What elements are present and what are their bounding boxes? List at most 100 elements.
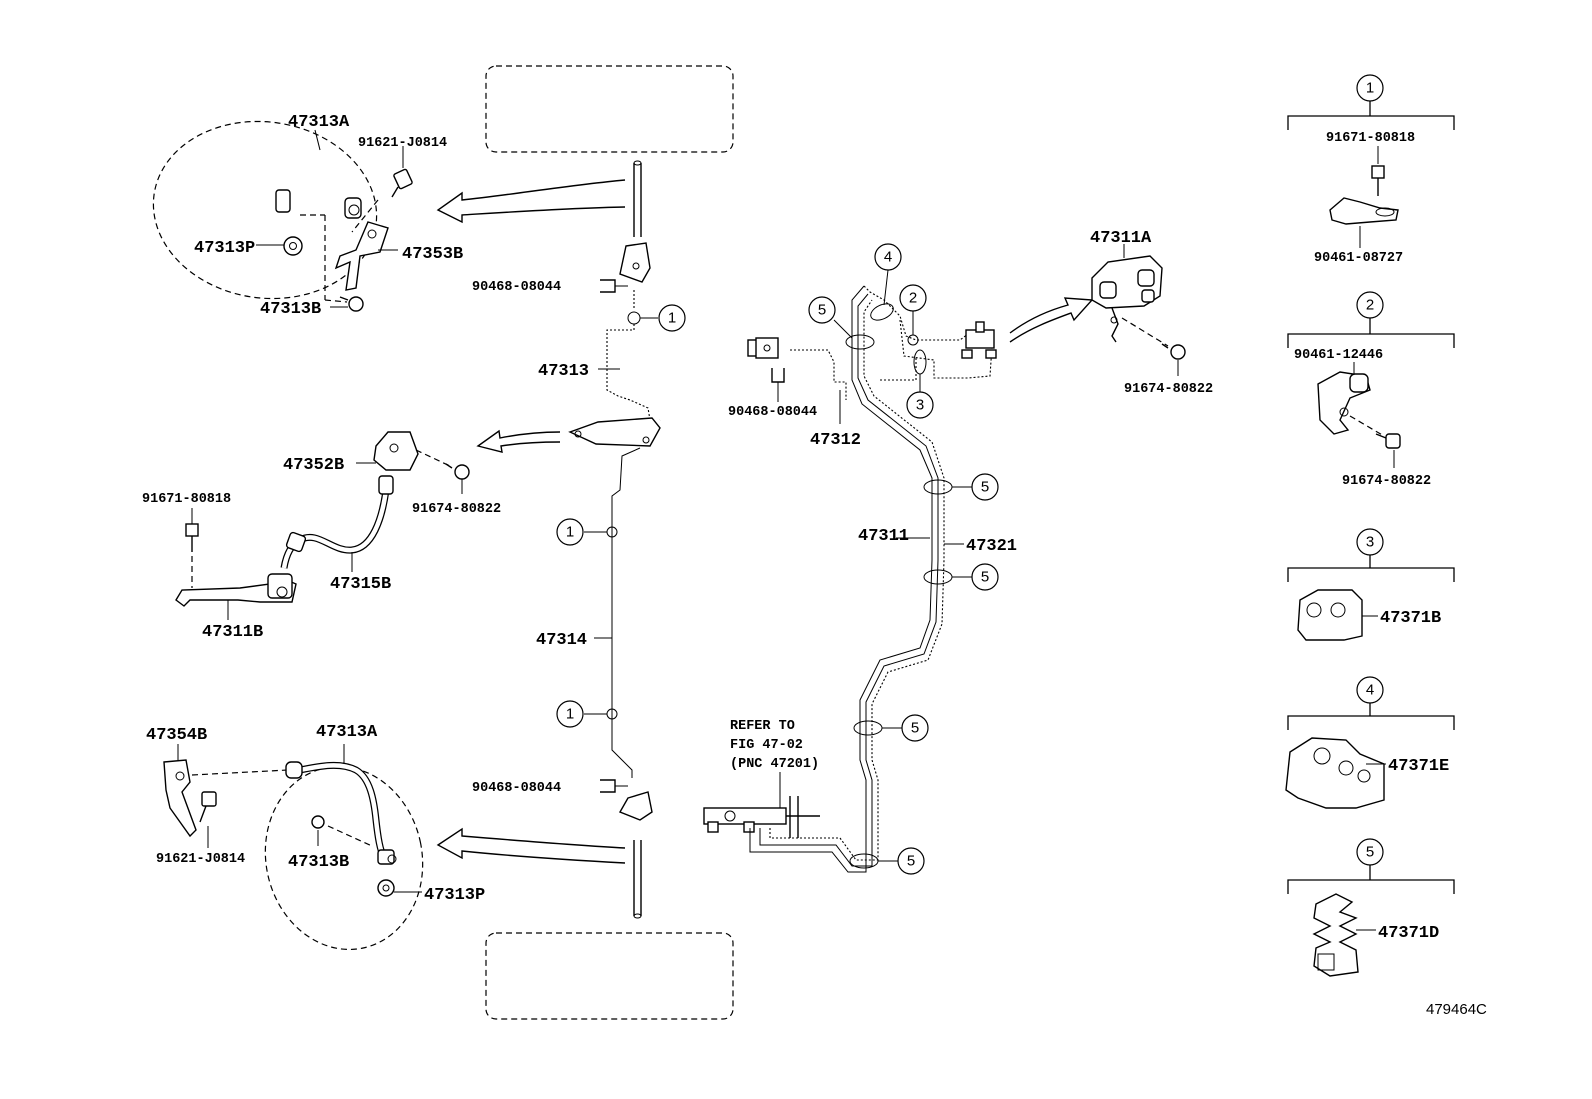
label-91674-80822-right: 91674-80822 (1124, 382, 1213, 397)
callout-3: 3 (906, 374, 934, 419)
front-bolt-91621 (391, 168, 413, 198)
label-47321: 47321 (966, 537, 1017, 556)
legend-group-3: 3 47371B (1287, 528, 1455, 641)
legend-1-part-b: 90461-08727 (1314, 251, 1403, 266)
lower-axle-rod (633, 840, 642, 919)
bracket-47354B (163, 759, 197, 838)
center-mount-bracket (568, 417, 661, 447)
legend-4-clamp-icon (1285, 737, 1385, 809)
label-47354B: 47354B (146, 726, 207, 745)
label-47313A-bot: 47313A (316, 723, 378, 742)
center-rear-hose (657, 339, 759, 422)
label-90468-08044-a: 90468-08044 (472, 280, 561, 295)
valve-junction (961, 321, 997, 359)
label-47313B-top: 47313B (260, 300, 321, 319)
legend-group-2: 2 90461-12446 91674-80822 (1287, 291, 1455, 489)
legend-3-part: 47371B (1380, 609, 1441, 628)
svg-text:1: 1 (566, 706, 574, 723)
pipe-47312 (790, 349, 847, 400)
label-47311B: 47311B (202, 623, 263, 642)
arrow-to-mid-left (476, 429, 561, 453)
svg-text:5: 5 (911, 720, 919, 737)
label-47313: 47313 (538, 362, 589, 381)
figure-id: 479464C (1426, 1001, 1487, 1018)
upper-right-junction (755, 337, 779, 359)
front-bracket-47353B (334, 221, 389, 291)
svg-text:4: 4 (1366, 682, 1374, 699)
arrow-to-front-left (436, 179, 626, 224)
label-47353B: 47353B (402, 245, 463, 264)
pipe-47311-and-47321 (749, 285, 945, 873)
label-47313A-top: 47313A (288, 113, 350, 132)
legend-2-part-a: 90461-12446 (1294, 348, 1383, 363)
label-90468-08044-b: 90468-08044 (728, 405, 817, 420)
pipe-junction-upper (863, 285, 969, 341)
hose-47315B (280, 475, 394, 569)
svg-text:5: 5 (981, 569, 989, 586)
label-91621-J0814-top: 91621-J0814 (358, 136, 447, 151)
label-47312: 47312 (810, 431, 861, 450)
rear-bolt-91621 (199, 791, 217, 823)
callout-1-top: 1 (640, 304, 686, 332)
legend-1-part-a: 91671-80818 (1326, 131, 1415, 146)
arrow-to-rear-left (436, 827, 626, 864)
pipe-47314 (611, 447, 641, 778)
bracket-47352B (373, 431, 419, 471)
front-flex-hose (275, 145, 362, 219)
refer-text-line2: FIG 47-02 (730, 738, 803, 753)
svg-text:1: 1 (1366, 80, 1374, 97)
arrow-to-valve (1009, 297, 1094, 343)
lower-placeholder-box (485, 932, 734, 1020)
legend-group-4: 4 47371E (1285, 676, 1455, 809)
master-cylinder (703, 796, 820, 838)
refer-text-line1: REFER TO (730, 719, 795, 734)
pipe-47313 (606, 324, 651, 421)
label-47311A: 47311A (1090, 229, 1152, 248)
lower-axle-bracket (618, 791, 653, 821)
upper-axle-bracket (619, 242, 651, 283)
front-bolt-47313B (339, 296, 364, 312)
label-91621-J0814-bot: 91621-J0814 (156, 852, 245, 867)
legend-5-clamp-icon (1312, 893, 1359, 977)
rear-flex-hose (285, 761, 397, 865)
refer-text-line3: (PNC 47201) (730, 757, 819, 772)
svg-text:4: 4 (884, 249, 892, 266)
pipe-junction-inner (880, 356, 917, 381)
bolt-91671-left (185, 523, 199, 552)
svg-text:1: 1 (566, 524, 574, 541)
upper-axle-rod (633, 160, 642, 237)
clip-90468-upper (600, 279, 628, 293)
bracket-47311B (175, 573, 297, 607)
label-47315B: 47315B (330, 575, 391, 594)
label-47313P-bot: 47313P (424, 886, 485, 905)
callout-4: 4 (874, 243, 902, 306)
label-47313B-bot: 47313B (288, 853, 349, 872)
label-47314: 47314 (536, 631, 587, 650)
callout-5-c: 5 (882, 714, 929, 742)
legend-1-clamp-icon (1329, 197, 1399, 225)
callout-2: 2 (899, 284, 927, 335)
bolt-91674-right (1161, 343, 1186, 360)
legend-4-part: 47371E (1388, 757, 1449, 776)
svg-text:3: 3 (1366, 534, 1374, 551)
bolt-91674-mid (445, 463, 470, 480)
svg-text:3: 3 (916, 397, 924, 414)
callout-5-b: 5 (952, 563, 999, 591)
upper-placeholder-box (485, 65, 734, 153)
svg-text:5: 5 (981, 479, 989, 496)
svg-text:5: 5 (907, 853, 915, 870)
legend-group-1: 1 91671-80818 90461-08727 (1287, 74, 1455, 266)
legend-group-5: 5 47371D (1287, 838, 1455, 977)
label-91674-80822-mid: 91674-80822 (412, 502, 501, 517)
legend-5-part: 47371D (1378, 924, 1439, 943)
callout-1-mid-b: 1 (556, 700, 584, 728)
legend-2-part-b: 91674-80822 (1342, 474, 1431, 489)
rear-hose-clip-47313P (377, 879, 395, 897)
label-91671-80818-left: 91671-80818 (142, 492, 231, 507)
callout-1-mid-a: 1 (556, 518, 584, 546)
svg-text:2: 2 (1366, 297, 1374, 314)
pipe-junction-lower (899, 319, 993, 379)
callout-5-a: 5 (952, 473, 999, 501)
clip-90468-lower (600, 779, 628, 793)
